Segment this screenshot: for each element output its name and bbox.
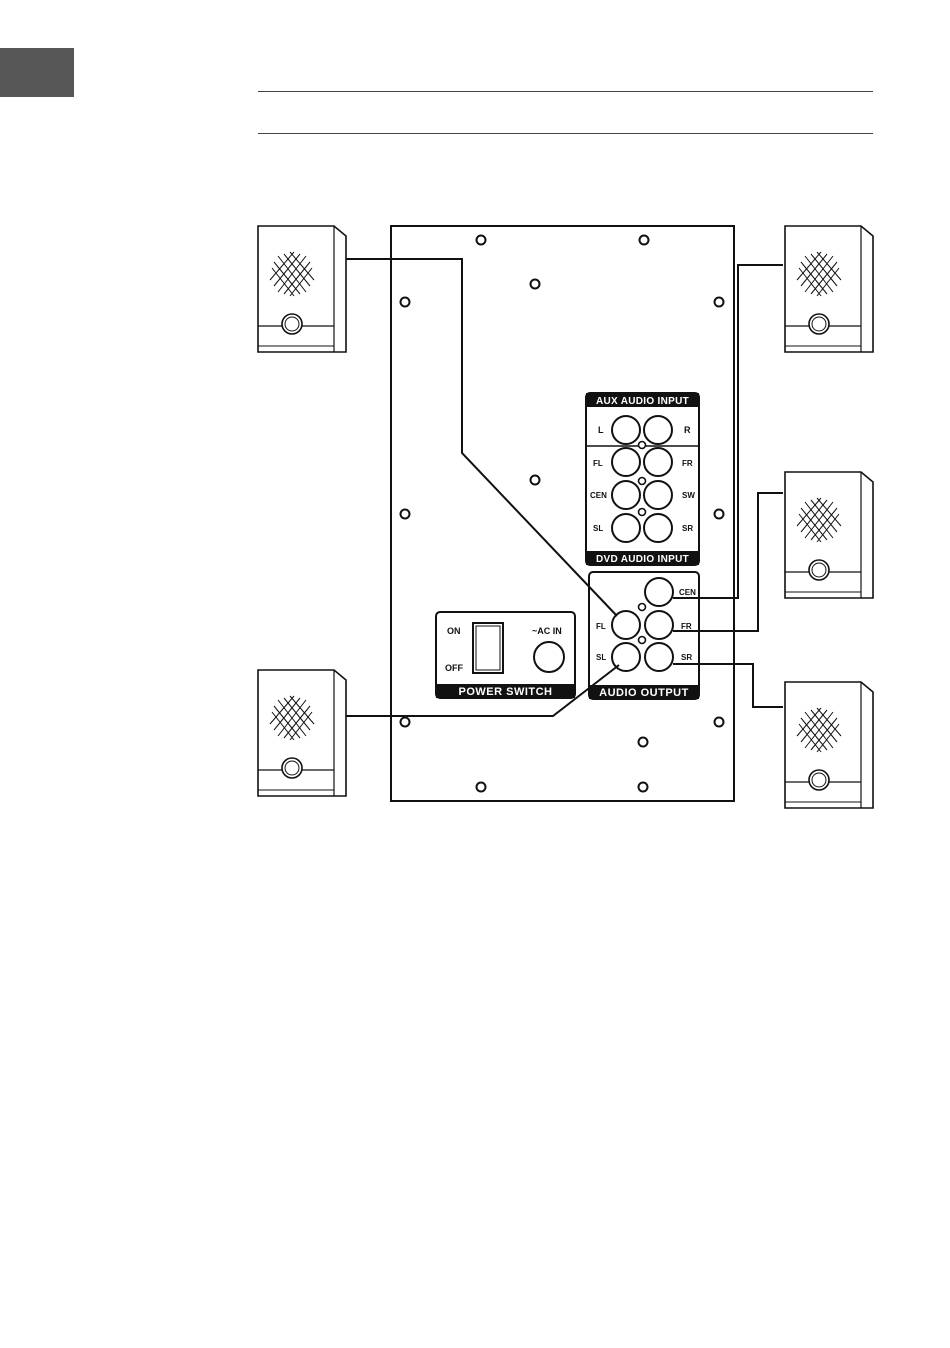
- dvd-sr-jack[interactable]: [644, 514, 672, 542]
- dvd-fl-jack[interactable]: [612, 448, 640, 476]
- screw-hole: [401, 298, 410, 307]
- screw-hole: [640, 236, 649, 245]
- screw-hole: [477, 783, 486, 792]
- ground-screw: [639, 442, 646, 449]
- dvd-input-title: DVD AUDIO INPUT: [596, 554, 689, 565]
- screw-hole: [401, 718, 410, 727]
- ac-in-socket[interactable]: [534, 642, 564, 672]
- out-fr-label: FR: [681, 622, 692, 631]
- ground-screw: [639, 637, 646, 644]
- speaker-front-left: [258, 226, 346, 352]
- out-sr-label: SR: [681, 653, 692, 662]
- screw-hole: [639, 783, 648, 792]
- dvd-fr-label: FR: [682, 459, 693, 468]
- ac-in-label: ~AC IN: [532, 626, 562, 636]
- out-cen-jack[interactable]: [645, 578, 673, 606]
- input-panel: AUX AUDIO INPUT DVD AUDIO INPUT L R FL F…: [586, 393, 699, 565]
- screw-hole: [715, 510, 724, 519]
- ground-screw: [639, 478, 646, 485]
- dvd-sl-label: SL: [593, 524, 603, 533]
- speaker-surround-right: [785, 682, 873, 808]
- dvd-fl-label: FL: [593, 459, 603, 468]
- out-cen-label: CEN: [679, 588, 696, 597]
- ground-screw: [639, 509, 646, 516]
- power-rocker-switch[interactable]: [473, 623, 503, 673]
- power-switch-panel: POWER SWITCH ON OFF ~AC IN: [436, 612, 575, 698]
- screw-hole: [715, 718, 724, 727]
- out-sl-label: SL: [596, 653, 606, 662]
- aux-left-jack[interactable]: [612, 416, 640, 444]
- power-on-label: ON: [447, 626, 461, 636]
- screw-hole: [477, 236, 486, 245]
- speaker-center: [785, 226, 873, 352]
- speaker-surround-left: [258, 670, 346, 796]
- dvd-cen-jack[interactable]: [612, 481, 640, 509]
- screw-hole: [401, 510, 410, 519]
- power-switch-title: POWER SWITCH: [459, 686, 553, 698]
- dvd-sw-label: SW: [682, 491, 695, 500]
- screw-hole: [531, 476, 540, 485]
- aux-input-title: AUX AUDIO INPUT: [596, 396, 689, 407]
- dvd-fr-jack[interactable]: [644, 448, 672, 476]
- dvd-sr-label: SR: [682, 524, 693, 533]
- out-fr-jack[interactable]: [645, 611, 673, 639]
- speaker-front-right: [785, 472, 873, 598]
- power-off-label: OFF: [445, 663, 463, 673]
- aux-right-jack[interactable]: [644, 416, 672, 444]
- out-sr-jack[interactable]: [645, 643, 673, 671]
- screw-hole: [531, 280, 540, 289]
- audio-output-panel: AUDIO OUTPUT CEN FL FR SL SR: [589, 572, 699, 699]
- dvd-cen-label: CEN: [590, 491, 607, 500]
- dvd-sw-jack[interactable]: [644, 481, 672, 509]
- aux-left-label: L: [598, 425, 604, 435]
- out-fl-label: FL: [596, 622, 606, 631]
- aux-right-label: R: [684, 425, 691, 435]
- screw-hole: [715, 298, 724, 307]
- ground-screw: [639, 604, 646, 611]
- dvd-sl-jack[interactable]: [612, 514, 640, 542]
- audio-output-title: AUDIO OUTPUT: [599, 687, 689, 699]
- screw-hole: [639, 738, 648, 747]
